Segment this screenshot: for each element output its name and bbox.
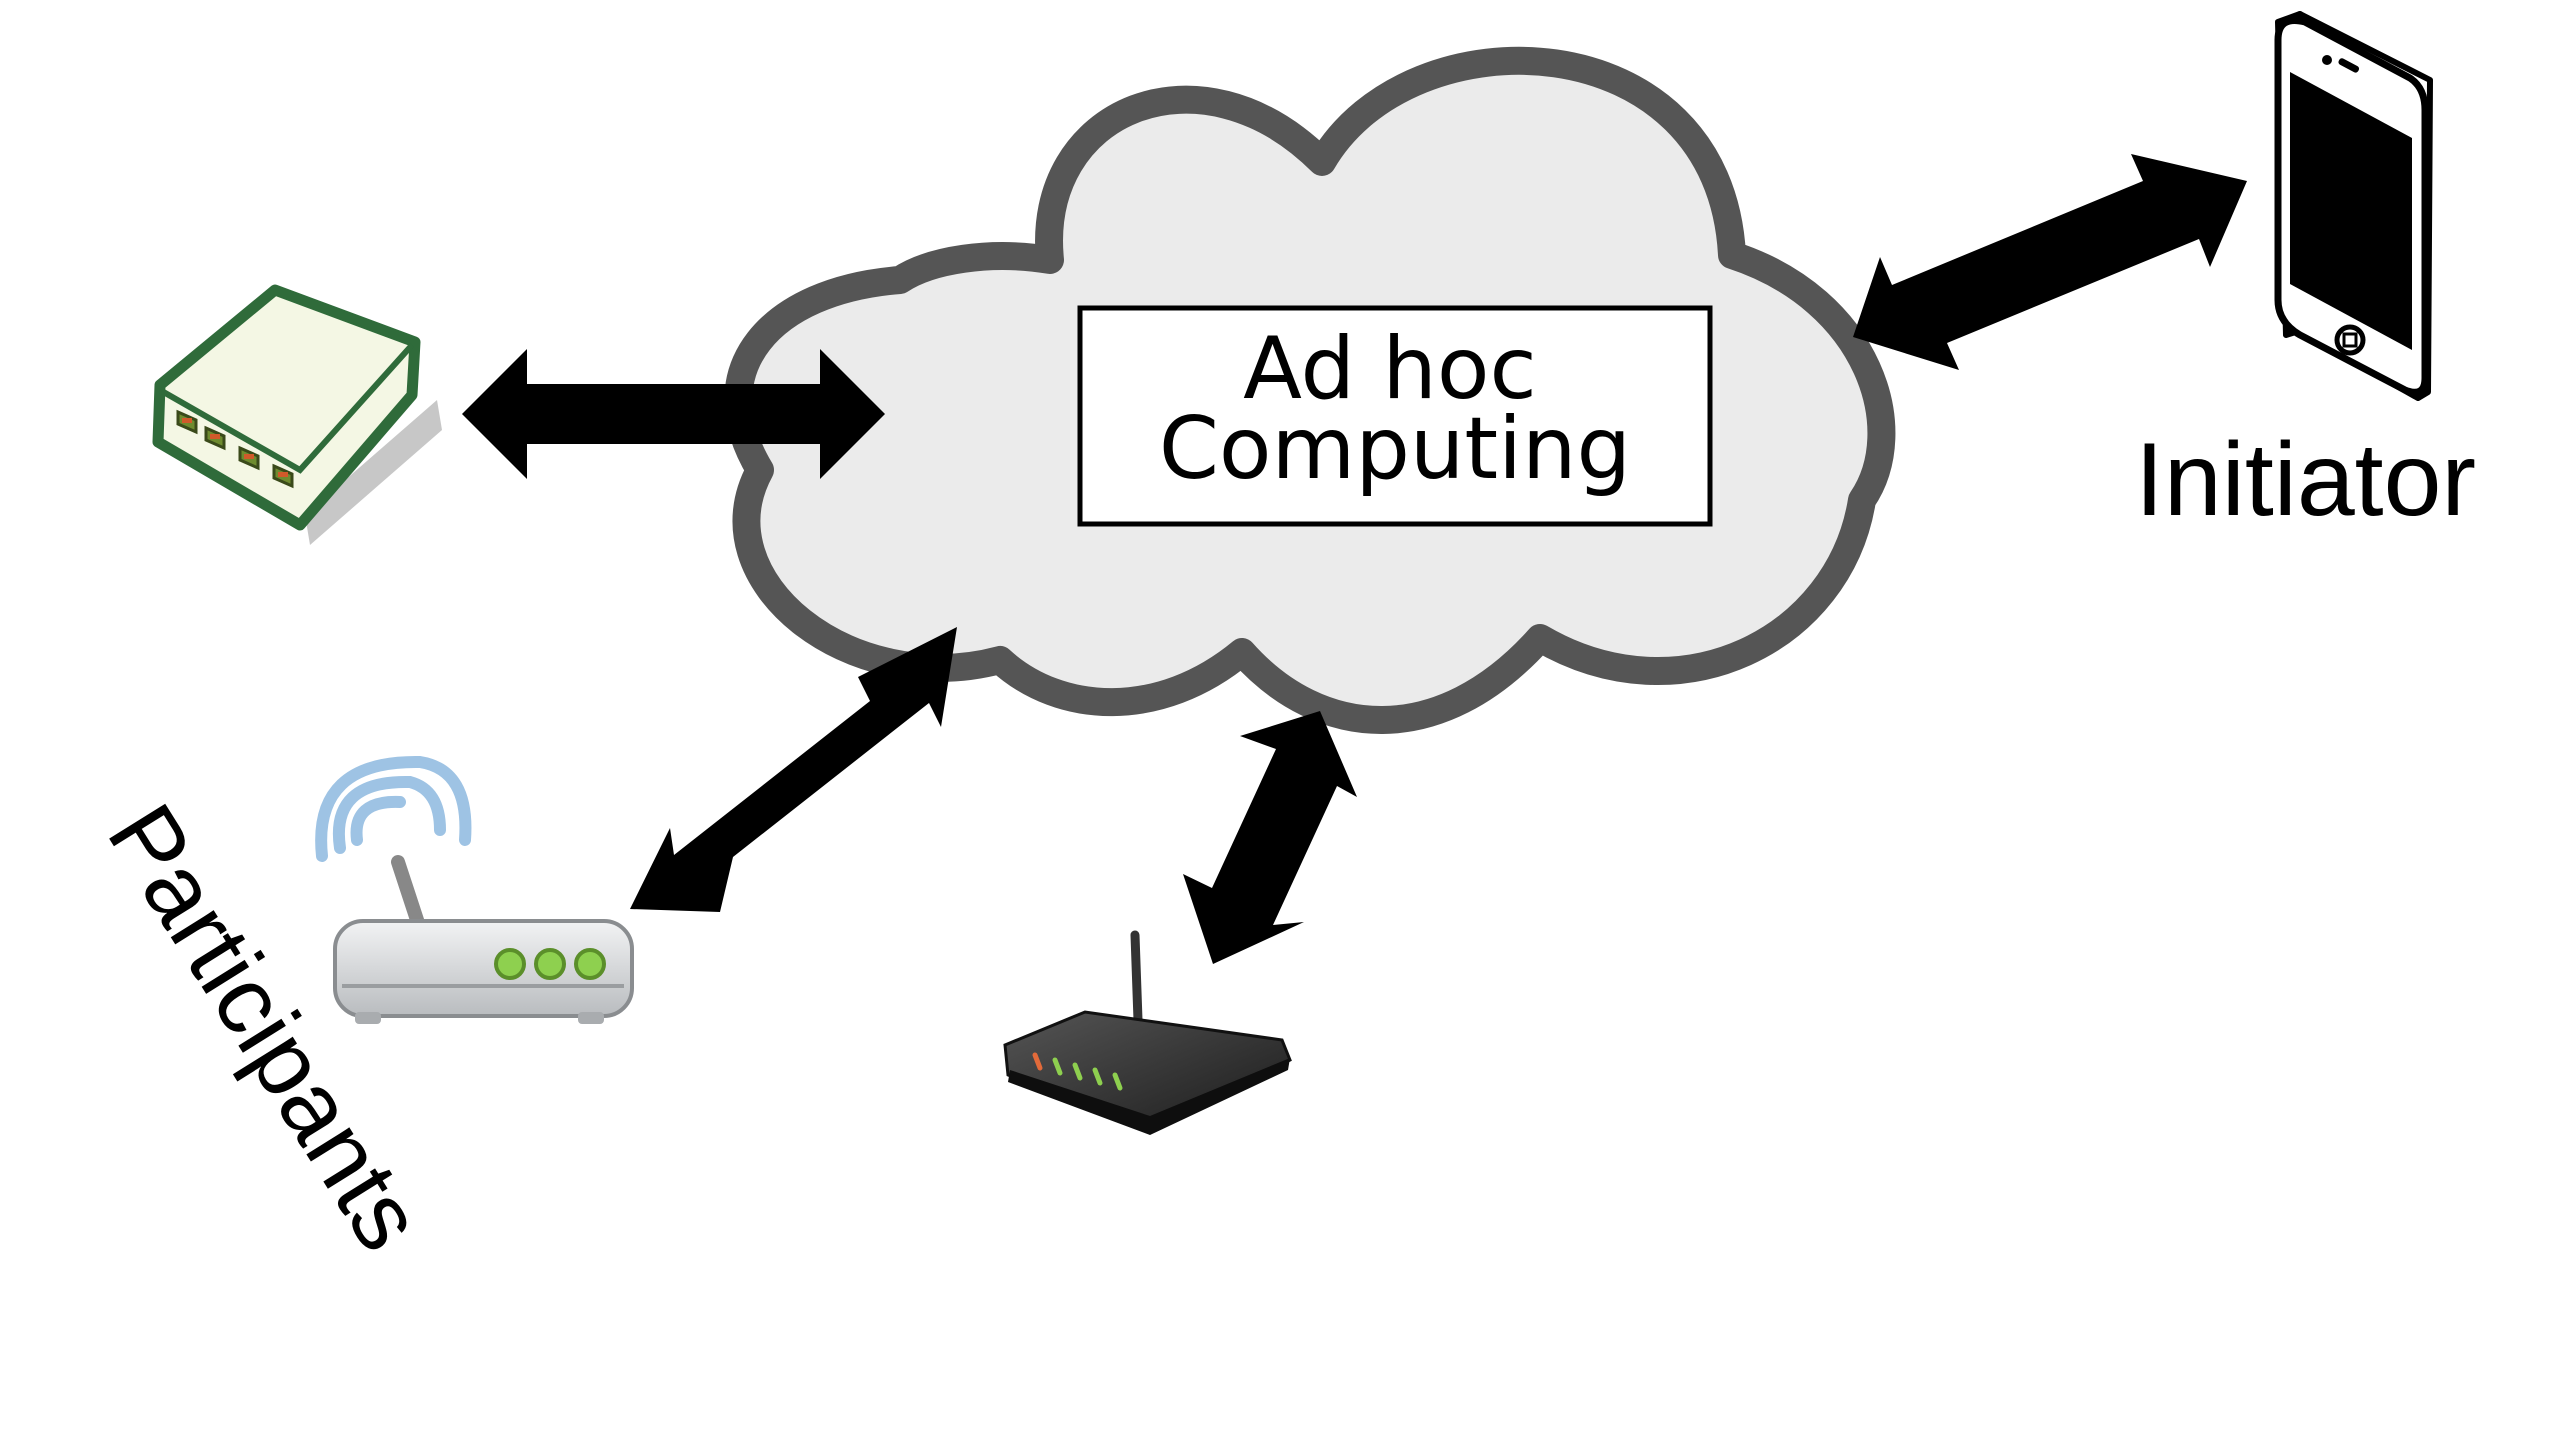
black-router-cloud-arrow	[1183, 711, 1357, 964]
router-cloud-arrow	[630, 627, 957, 912]
smartphone-icon	[2274, 11, 2433, 401]
ad-hoc-cloud: Ad hoc Computing	[724, 46, 1896, 734]
participants-label: Participants	[87, 786, 444, 1268]
phone-cloud-arrow	[1853, 154, 2247, 370]
black-router-icon	[1003, 930, 1292, 1135]
cloud-label-line2: Computing	[1159, 399, 1631, 499]
connection-arrows	[462, 154, 2247, 964]
hub-cloud-arrow	[462, 349, 885, 479]
initiator-label: Initiator	[2135, 422, 2476, 538]
network-hub-icon	[152, 284, 442, 545]
cloud-label-line1: Ad hoc	[1243, 319, 1537, 419]
cloud-label-box	[1077, 305, 1713, 527]
wireless-router-icon	[315, 755, 634, 1024]
